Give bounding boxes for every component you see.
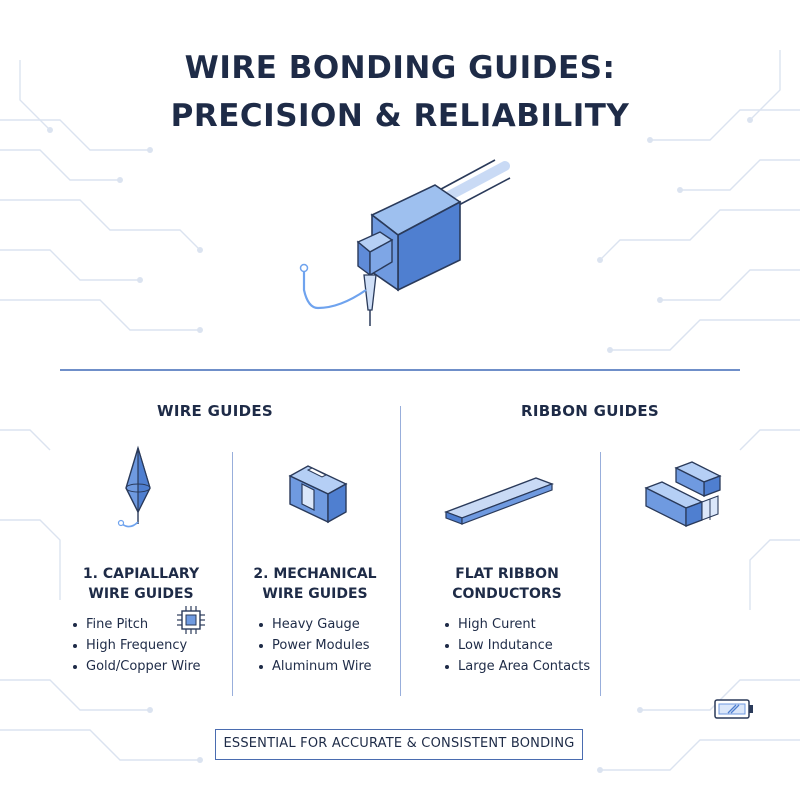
bonding-head-illustration <box>299 159 511 326</box>
footer-tagline: ESSENTIAL FOR ACCURATE & CONSISTENT BOND… <box>215 729 583 760</box>
section-vertical-divider <box>400 406 401 696</box>
list-item: High Curent <box>444 614 590 635</box>
list-item: Fine Pitch <box>72 614 201 635</box>
list-item: Aluminum Wire <box>258 656 372 677</box>
title-line-2: PRECISION & RELIABILITY <box>170 98 630 134</box>
list-item: Gold/Copper Wire <box>72 656 201 677</box>
list-item: Low Indutance <box>444 635 590 656</box>
list-item: Power Modules <box>258 635 372 656</box>
flat-ribbon-title: FLAT RIBBON CONDUCTORS <box>452 566 562 602</box>
battery-icon <box>714 699 753 719</box>
list-item: Large Area Contacts <box>444 656 590 677</box>
page-title: WIRE BONDING GUIDES: PRECISION & RELIABI… <box>0 44 800 140</box>
ribbon-guides-heading: RIBBON GUIDES <box>521 402 659 420</box>
column-divider <box>232 452 233 696</box>
chip-icon <box>177 606 205 634</box>
ribbon-feature-list: High Curent Low Indutance Large Area Con… <box>444 614 590 677</box>
flat-ribbon-icon <box>444 477 554 525</box>
column-divider <box>600 452 601 696</box>
mechanical-guides-title: 2. MECHANICAL WIRE GUIDES <box>253 566 377 602</box>
capillary-guides-title: 1. CAPIALLARY WIRE GUIDES <box>82 566 200 602</box>
list-item: High Frequency <box>72 635 201 656</box>
section-divider <box>60 369 740 371</box>
list-item: Heavy Gauge <box>258 614 372 635</box>
wire-guides-heading: WIRE GUIDES <box>156 402 274 420</box>
mechanical-feature-list: Heavy Gauge Power Modules Aluminum Wire <box>258 614 372 677</box>
capillary-cone-icon <box>117 445 151 528</box>
title-line-1: WIRE BONDING GUIDES: <box>184 50 616 86</box>
capillary-feature-list: Fine Pitch High Frequency Gold/Copper Wi… <box>72 614 201 677</box>
ribbon-guide-block-icon <box>644 461 722 528</box>
mechanical-block-icon <box>288 465 348 524</box>
